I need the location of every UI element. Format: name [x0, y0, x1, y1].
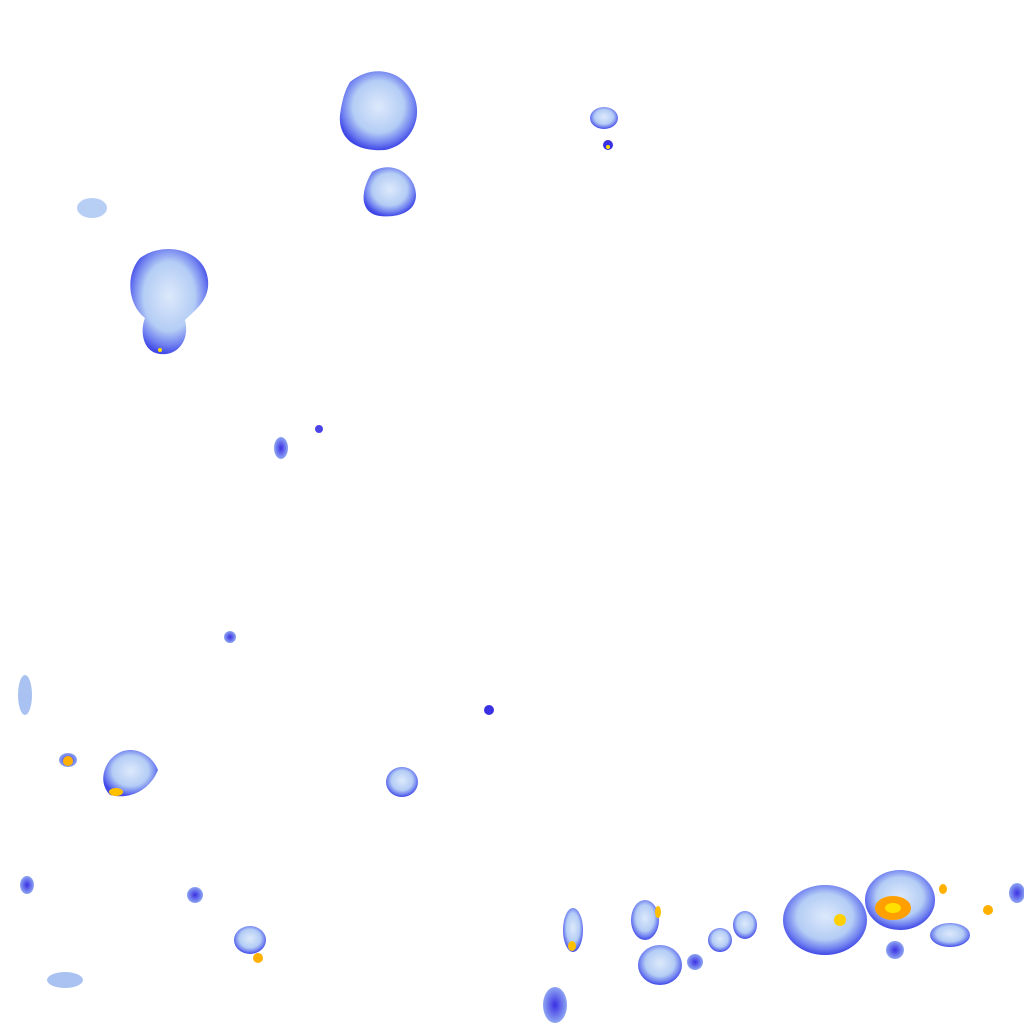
cell-blob [886, 941, 904, 959]
cell-blob [187, 887, 203, 903]
cell-blob [631, 900, 659, 940]
cell-blob [783, 885, 867, 955]
hotspot [158, 348, 162, 352]
hotspot [983, 905, 993, 915]
hotspot [885, 903, 901, 913]
cell-blob [708, 928, 732, 952]
cell-blob [638, 945, 682, 985]
cell-blob [363, 167, 416, 217]
cell-blob [590, 107, 618, 129]
cell-blob [543, 987, 567, 1023]
cell-blob [103, 749, 158, 797]
hotspot [63, 756, 73, 766]
cell-blob [733, 911, 757, 939]
hotspot [655, 906, 661, 918]
hotspot [834, 914, 846, 926]
cell-blob [130, 249, 209, 355]
cell-blob [234, 926, 266, 954]
cell-blob [339, 71, 418, 151]
cell-blob [930, 923, 970, 947]
cell-blob [18, 675, 32, 715]
cell-blob [77, 198, 107, 218]
cell-blob [274, 437, 288, 459]
cell-blob [224, 631, 236, 643]
cell-blob [315, 425, 323, 433]
cell-blob [1009, 883, 1024, 903]
cell-blob [687, 954, 703, 970]
hotspot [939, 884, 947, 894]
cell-blobs [18, 71, 1024, 1023]
cell-blob [47, 972, 83, 988]
hotspots [63, 145, 993, 963]
cell-blob [484, 705, 494, 715]
cell-blob [563, 908, 583, 952]
hotspot [253, 953, 263, 963]
cell-blob [20, 876, 34, 894]
hotspot [109, 788, 123, 796]
cell-blob [386, 767, 418, 797]
hotspot [568, 941, 576, 951]
hotspot [606, 145, 610, 149]
